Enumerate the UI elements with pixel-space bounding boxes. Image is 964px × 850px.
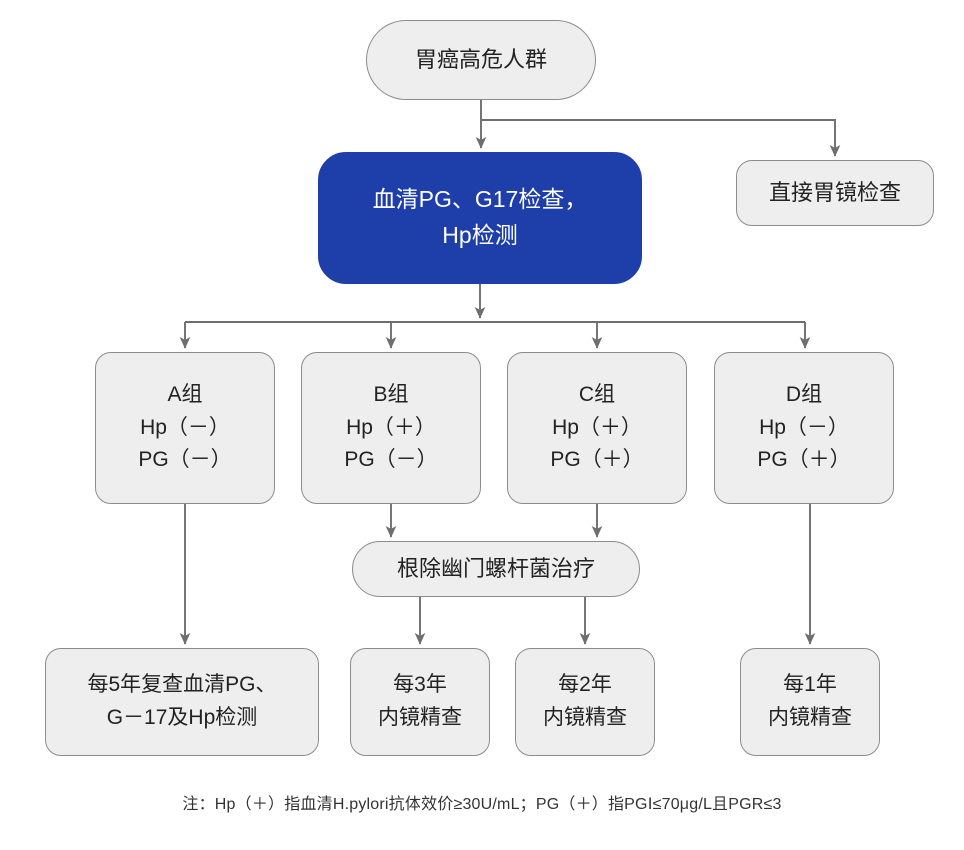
group-name: A组: [167, 383, 203, 407]
outcome-label-line1: 每1年: [783, 673, 837, 697]
group-name: C组: [578, 383, 616, 407]
outcome-label-line1: 每2年: [558, 673, 612, 697]
group-pg-status: PG（＋）: [757, 448, 851, 472]
group-name: D组: [785, 383, 823, 407]
group-hp-status: Hp（＋）: [346, 415, 436, 439]
outcome-label-line1: 每5年复查血清PG、: [87, 673, 277, 697]
node-outcome-5-year-recheck[interactable]: 每5年复查血清PG、 G－17及Hp检测: [45, 648, 319, 756]
node-outcome-2-year-endoscopy[interactable]: 每2年 内镜精查: [515, 648, 655, 756]
node-outcome-3-year-endoscopy[interactable]: 每3年 内镜精查: [350, 648, 490, 756]
group-pg-status: PG（－）: [344, 448, 438, 472]
edge-root-to-direct: [481, 119, 841, 157]
outcome-label-line2: 内镜精查: [378, 706, 462, 729]
node-outcome-1-year-endoscopy[interactable]: 每1年 内镜精查: [740, 648, 880, 756]
group-hp-status: Hp（－）: [759, 415, 849, 439]
outcome-label-line2: 内镜精查: [768, 706, 852, 729]
node-hp-eradication-therapy[interactable]: 根除幽门螺杆菌治疗: [352, 541, 640, 597]
node-label-line1: 血清PG、G17检查，: [372, 186, 588, 213]
group-hp-status: Hp（＋）: [552, 415, 642, 439]
node-group-a[interactable]: A组 Hp（－） PG（－）: [95, 352, 275, 504]
node-label: 直接胃镜检查: [768, 179, 901, 205]
node-direct-gastroscopy[interactable]: 直接胃镜检查: [736, 160, 934, 226]
outcome-label-line2: 内镜精查: [543, 706, 627, 729]
node-group-b[interactable]: B组 Hp（＋） PG（－）: [301, 352, 481, 504]
node-label-line2: Hp检测: [442, 222, 518, 248]
footnote-text: 注：Hp（＋）指血清H.pylori抗体效价≥30U/mL；PG（＋）指PGⅠ≤…: [182, 796, 782, 813]
group-hp-status: Hp（－）: [140, 415, 230, 439]
group-name: B组: [373, 383, 409, 407]
group-pg-status: PG（－）: [138, 448, 232, 472]
node-group-d[interactable]: D组 Hp（－） PG（＋）: [714, 352, 894, 504]
node-label: 根除幽门螺杆菌治疗: [396, 555, 595, 581]
node-group-c[interactable]: C组 Hp（＋） PG（＋）: [507, 352, 687, 504]
outcome-label-line1: 每3年: [393, 673, 447, 697]
group-pg-status: PG（＋）: [550, 448, 644, 472]
node-high-risk-population[interactable]: 胃癌高危人群: [366, 20, 596, 100]
outcome-label-line2: G－17及Hp检测: [106, 706, 258, 729]
node-label: 胃癌高危人群: [414, 46, 547, 72]
node-serum-pg-g17-hp-test[interactable]: 血清PG、G17检查， Hp检测: [318, 152, 642, 284]
